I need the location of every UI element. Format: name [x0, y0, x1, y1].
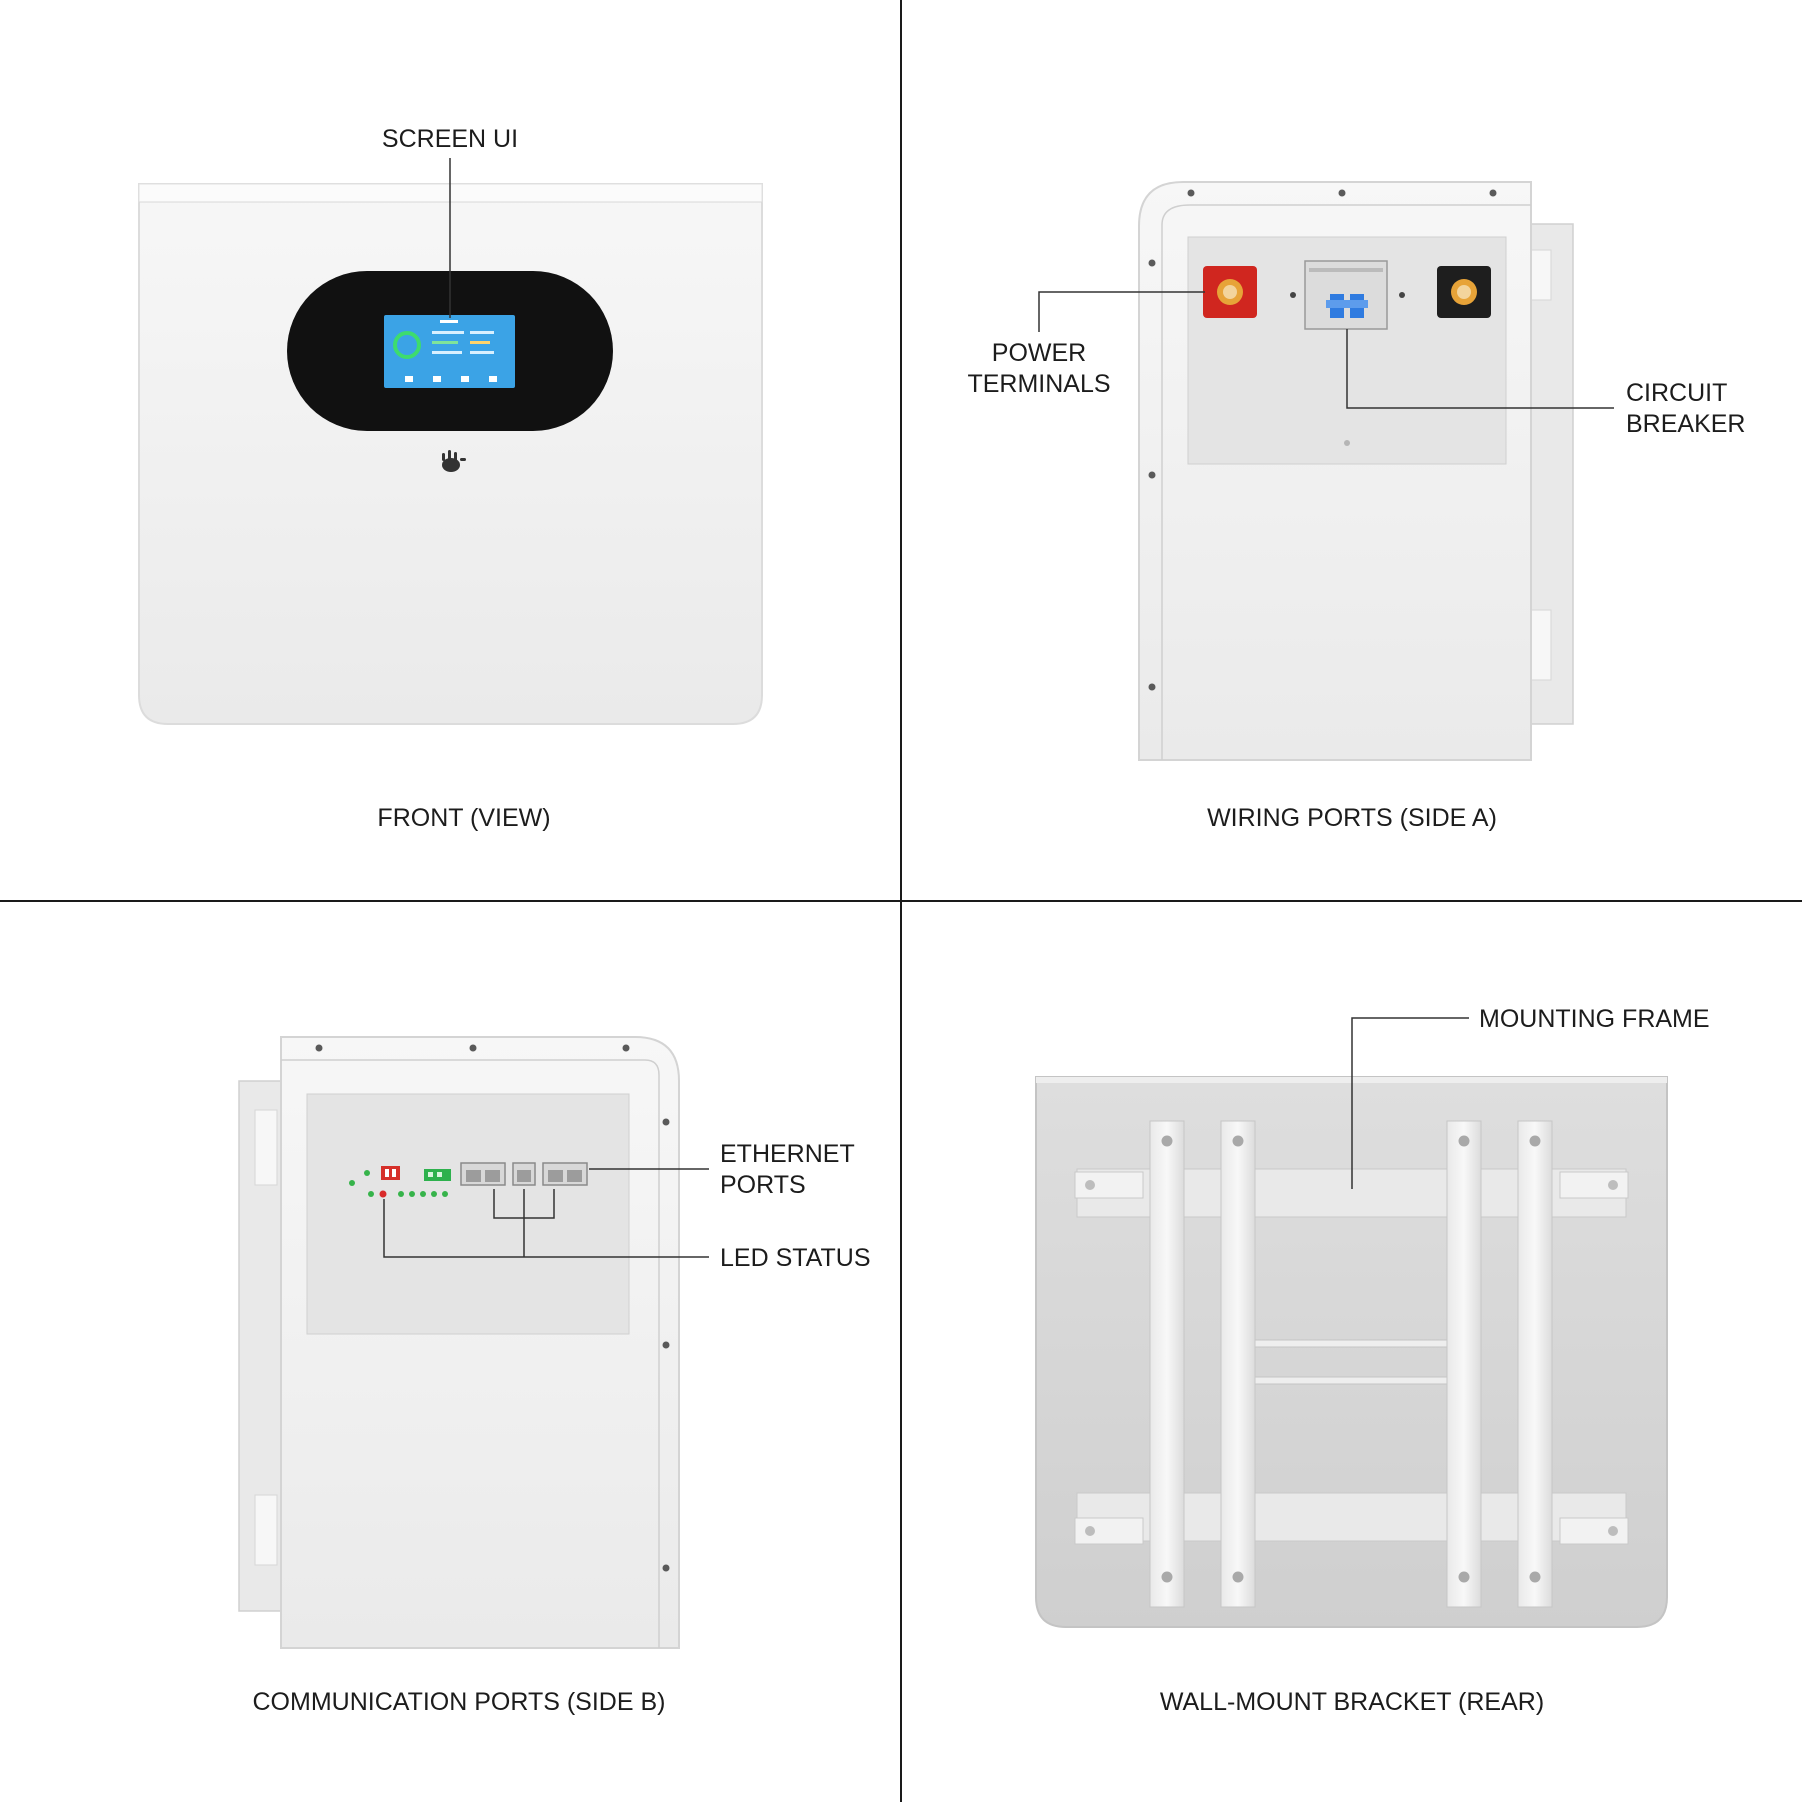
power-terminals-label-line1: POWER	[992, 339, 1086, 367]
negative-power-terminal	[1437, 266, 1491, 318]
chart-icon	[461, 376, 469, 382]
ethernet-ports	[460, 1162, 588, 1186]
power-terminals-label-line2: TERMINALS	[967, 370, 1110, 398]
front-view-caption: FRONT (VIEW)	[377, 804, 550, 832]
side-a-caption: WIRING PORTS (SIDE A)	[1207, 804, 1497, 832]
side-b-caption: COMMUNICATION PORTS (SIDE B)	[253, 1688, 666, 1716]
home-icon	[405, 376, 413, 382]
side-a-panel: POWER TERMINALS CIRCUIT BREAKER WIRING P…	[967, 181, 1745, 832]
mounting-frame-callout-line	[1351, 1017, 1469, 1189]
document-icon	[433, 376, 441, 382]
circuit-breaker-callout-line	[1346, 329, 1614, 409]
rear-caption: WALL-MOUNT BRACKET (REAR)	[1160, 1688, 1544, 1716]
circuit-breaker	[1304, 260, 1388, 330]
dip-switch-green	[424, 1169, 451, 1181]
side-a-screws	[1148, 189, 1497, 691]
circuit-breaker-label-line1: CIRCUIT	[1626, 379, 1727, 407]
mounting-frame-label: MOUNTING FRAME	[1479, 1005, 1710, 1033]
settings-icon	[489, 376, 497, 382]
side-b-wall-plate	[238, 1080, 284, 1612]
rear-panel: MOUNTING FRAME WALL-MOUNT BRACKET (REAR)	[1035, 1005, 1710, 1716]
front-view-panel: SCREEN UI FRONT (VIEW)	[138, 125, 763, 832]
side-b-screws	[315, 1044, 670, 1572]
side-b-port-recess	[306, 1093, 630, 1335]
positive-power-terminal	[1203, 266, 1257, 318]
screen-ui-label: SCREEN UI	[382, 125, 518, 153]
mounting-frame	[1074, 1120, 1629, 1608]
ethernet-ports-label-line1: ETHERNET	[720, 1140, 855, 1168]
hand-logo-icon	[442, 450, 466, 472]
led-status-callout-line	[383, 1189, 709, 1258]
led-status-indicators	[349, 1170, 448, 1198]
side-b-panel: ETHERNET PORTS LED STATUS COMMUNICATION …	[238, 1036, 871, 1716]
display-screen	[384, 315, 515, 388]
led-status-label: LED STATUS	[720, 1244, 871, 1272]
power-terminals-callout-line	[1038, 291, 1205, 332]
circuit-breaker-label-line2: BREAKER	[1626, 410, 1745, 438]
dip-switch-red	[381, 1166, 400, 1180]
ethernet-ports-label-line2: PORTS	[720, 1171, 806, 1199]
side-a-wall-plate	[1528, 223, 1574, 725]
